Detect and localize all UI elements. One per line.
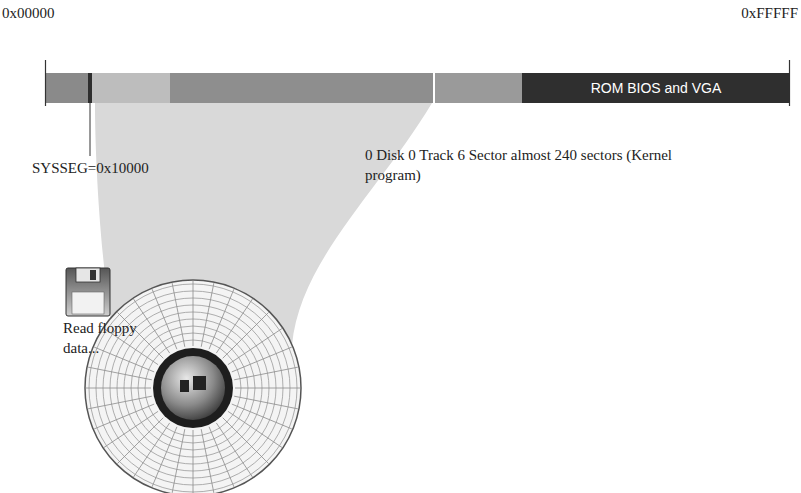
floppy-window	[90, 270, 96, 280]
hub-slot	[180, 380, 189, 392]
region-label: ROM BIOS and VGA	[591, 80, 722, 96]
disk-sector-line	[234, 367, 298, 380]
disk-sector-line	[223, 312, 269, 358]
action-caption: Read floppy data...	[63, 319, 155, 358]
floppy-body	[66, 268, 110, 316]
disk-sector-line	[232, 347, 292, 372]
disk-sector-line	[134, 299, 170, 353]
disk-hub-ring	[153, 348, 233, 428]
disk-sector-line	[94, 404, 154, 429]
disk-sector-line	[209, 289, 234, 349]
segment-label: SYSSEG=0x10000	[32, 159, 149, 179]
disk-sector-line	[228, 329, 282, 365]
disk-sector-line	[216, 423, 252, 477]
disk-sector-line	[234, 396, 298, 409]
disk-sector-line	[235, 388, 300, 389]
disk-sector-line	[172, 283, 185, 347]
sysseg-marker	[88, 73, 92, 103]
leader-line	[90, 103, 91, 156]
memory-segment	[170, 73, 433, 103]
kernel-segment	[92, 73, 170, 103]
disk-sector-line	[88, 367, 152, 380]
memory-segment	[435, 73, 522, 103]
disk-sector-line	[193, 281, 194, 346]
floppy-shutter	[76, 268, 100, 282]
disk-sector-line	[172, 429, 185, 493]
disk-platter	[85, 280, 301, 493]
address-label: 0xFFFFF	[741, 4, 798, 24]
disk-sector-line	[86, 388, 151, 389]
disk-sector-line	[201, 429, 214, 493]
memory-bar-ground	[45, 73, 790, 103]
disk-sector-line	[201, 283, 214, 347]
memory-region-band: ROM BIOS and VGA	[522, 73, 790, 103]
disk-sector-line	[152, 427, 177, 487]
disk-location-note: 0 Disk 0 Track 6 Sector almost 240 secto…	[365, 146, 687, 185]
disk-sector-line	[232, 404, 292, 429]
disk-sector-line	[88, 396, 152, 409]
memory-divider	[433, 73, 435, 103]
disk-hub	[161, 356, 225, 420]
disk-sector-line	[209, 427, 234, 487]
memory-segment	[45, 73, 88, 103]
disk-illustration	[85, 280, 301, 493]
address-label: 0x00000	[2, 4, 55, 24]
disk-sector-line	[216, 299, 252, 353]
disk-sector-line	[152, 289, 177, 349]
hub-slot	[193, 376, 206, 390]
floppy-label-area	[72, 292, 104, 314]
memory-bar	[45, 60, 790, 106]
disk-sector-line	[94, 347, 154, 372]
disk-sector-line	[228, 411, 282, 447]
disk-sector-line	[104, 411, 158, 447]
disk-sector-line	[223, 418, 269, 464]
disk-sector-line	[134, 423, 170, 477]
disk-sector-line	[193, 430, 194, 493]
floppy-icon	[66, 268, 110, 316]
bar-end-tick	[45, 60, 46, 106]
disk-sector-line	[117, 418, 163, 464]
